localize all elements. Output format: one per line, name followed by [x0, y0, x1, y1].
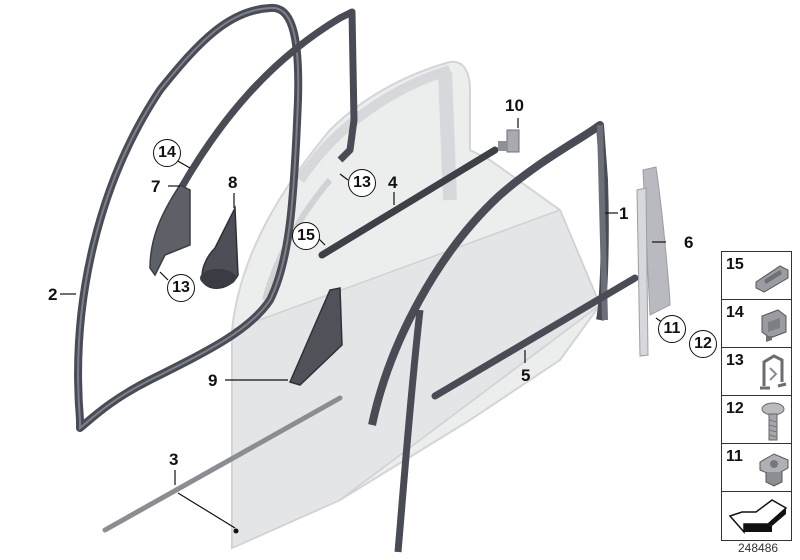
- callout-14: 14: [153, 139, 181, 167]
- small-parts-legend: 15 14 13 12 11: [721, 251, 792, 541]
- part-1-lower-leg: [394, 309, 424, 553]
- callout-4: 4: [388, 173, 398, 192]
- callout-9: 9: [208, 371, 218, 390]
- screw-12-icon: [761, 402, 785, 441]
- arrow-navigation-icon: [728, 499, 788, 534]
- part-9-mirror-seal: [288, 287, 343, 386]
- legend-item-11: 11: [722, 444, 791, 492]
- legend-item-12: 12: [722, 396, 791, 444]
- part-4-window-shaft-seal: [318, 146, 499, 259]
- part-7-a-pillar-cover: [149, 184, 191, 277]
- callout-10: 10: [505, 96, 524, 115]
- part-6-b-pillar-trim: [642, 166, 671, 316]
- clip-14-icon: [761, 309, 787, 342]
- callout-3: 3: [169, 450, 179, 469]
- callout-7: 7: [151, 177, 161, 196]
- callout-8: 8: [228, 173, 238, 192]
- part-5-door-seal-strip: [431, 274, 639, 400]
- legend-label: 14: [726, 304, 744, 321]
- callout-15: 15: [292, 222, 320, 250]
- legend-item-13: 13: [722, 348, 791, 396]
- cage-nut-11-icon: [759, 453, 789, 487]
- callout-12: 12: [689, 330, 717, 358]
- callout-5: 5: [521, 366, 531, 385]
- callout-11: 11: [658, 315, 686, 343]
- callout-6: 6: [684, 233, 694, 252]
- document-number: 248486: [738, 541, 779, 555]
- callout-2: 2: [48, 285, 58, 304]
- legend-item-15: 15: [722, 252, 791, 300]
- callout-13-upper: 13: [348, 169, 376, 197]
- callout-1: 1: [619, 204, 629, 223]
- part-3-lower-door-strip: [102, 395, 343, 533]
- legend-label: 12: [726, 400, 744, 417]
- legend-item-14: 14: [722, 300, 791, 348]
- part-inner-window-seal: [176, 8, 358, 192]
- spring-clip-13-icon: [760, 354, 787, 390]
- legend-label: 13: [726, 352, 744, 369]
- legend-item-navigation: [722, 492, 791, 540]
- part-11-trim-rail: [636, 187, 649, 357]
- clip-15-icon: [755, 265, 789, 293]
- callout-13-lower: 13: [167, 274, 195, 302]
- legend-label: 15: [726, 256, 744, 273]
- leader-lines: [60, 118, 671, 529]
- legend-label: 11: [726, 448, 743, 465]
- part-10-bracket: [506, 129, 520, 153]
